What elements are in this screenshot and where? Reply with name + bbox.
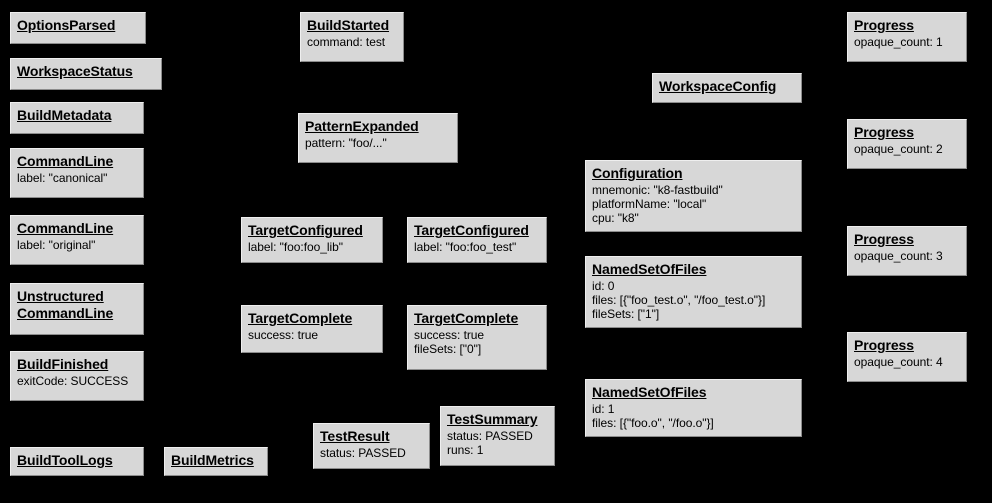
node-title: Progress: [854, 231, 914, 247]
node-field: status: PASSED: [320, 445, 406, 460]
node-title: WorkspaceConfig: [659, 78, 777, 94]
node-title: TargetConfigured: [248, 222, 363, 238]
node-field: label: "canonical": [17, 170, 108, 185]
node-workspace-config[interactable]: WorkspaceConfig: [652, 73, 802, 103]
node-fields: status: PASSED: [320, 446, 423, 460]
node-field: exitCode: SUCCESS: [17, 373, 129, 388]
node-title: BuildMetadata: [17, 107, 112, 123]
node-title: BuildFinished: [17, 356, 109, 372]
node-title: TargetComplete: [248, 310, 353, 326]
node-field: mnemonic: "k8-fastbuild": [592, 182, 723, 197]
node-title: Progress: [854, 124, 914, 140]
node-field: fileSets: ["1"]: [592, 306, 660, 321]
node-field: label: "original": [17, 237, 96, 252]
node-fields: label: "original": [17, 238, 137, 252]
node-fields: opaque_count: 1: [854, 35, 960, 49]
node-unstructured-command-line[interactable]: Unstructured CommandLine: [10, 283, 144, 335]
node-field: label: "foo:foo_test": [414, 239, 517, 254]
node-fields: opaque_count: 3: [854, 249, 960, 263]
node-fields: label: "canonical": [17, 171, 137, 185]
node-field: id: 1: [592, 401, 615, 416]
node-field: pattern: "foo/...": [305, 135, 387, 150]
node-field: id: 0: [592, 278, 615, 293]
node-title: Progress: [854, 337, 914, 353]
node-title: CommandLine: [17, 220, 114, 236]
node-field: opaque_count: 3: [854, 248, 943, 263]
node-fields: pattern: "foo/...": [305, 136, 451, 150]
node-field: runs: 1: [447, 442, 484, 457]
node-field: label: "foo:foo_lib": [248, 239, 343, 254]
node-fields: success: true: [248, 328, 376, 342]
node-title: BuildStarted: [307, 17, 390, 33]
node-title: PatternExpanded: [305, 118, 419, 134]
node-title: BuildMetrics: [171, 452, 254, 468]
node-field: cpu: "k8": [592, 210, 639, 225]
node-title: NamedSetOfFiles: [592, 384, 707, 400]
node-title: NamedSetOfFiles: [592, 261, 707, 277]
node-title: CommandLine: [17, 153, 114, 169]
node-fields: exitCode: SUCCESS: [17, 374, 137, 388]
node-field: opaque_count: 2: [854, 141, 943, 156]
node-field: files: [{"foo.o", "/foo.o"}]: [592, 415, 714, 430]
node-workspace-status[interactable]: WorkspaceStatus: [10, 58, 162, 90]
node-build-metadata[interactable]: BuildMetadata: [10, 102, 144, 134]
node-field: success: true: [248, 327, 319, 342]
node-fields: mnemonic: "k8-fastbuild"platformName: "l…: [592, 183, 795, 225]
node-title: TargetComplete: [414, 310, 519, 326]
node-field: command: test: [307, 34, 386, 49]
node-fields: label: "foo:foo_lib": [248, 240, 376, 254]
node-field: status: PASSED: [447, 428, 533, 443]
node-field: opaque_count: 4: [854, 354, 943, 369]
node-title: BuildToolLogs: [17, 452, 113, 468]
node-title: Unstructured CommandLine: [17, 288, 114, 321]
node-field: files: [{"foo_test.o", "/foo_test.o"}]: [592, 292, 766, 307]
node-fields: opaque_count: 4: [854, 355, 960, 369]
node-build-tool-logs[interactable]: BuildToolLogs: [10, 447, 144, 476]
node-field: platformName: "local": [592, 196, 707, 211]
node-fields: opaque_count: 2: [854, 142, 960, 156]
node-title: TestSummary: [447, 411, 538, 427]
node-build-metrics[interactable]: BuildMetrics: [164, 447, 268, 476]
node-title: OptionsParsed: [17, 17, 116, 33]
node-title: TestResult: [320, 428, 390, 444]
node-title: WorkspaceStatus: [17, 63, 133, 79]
node-title: Configuration: [592, 165, 683, 181]
node-options-parsed[interactable]: OptionsParsed: [10, 12, 146, 44]
node-field: success: true: [414, 327, 485, 342]
node-title: TargetConfigured: [414, 222, 529, 238]
node-fields: label: "foo:foo_test": [414, 240, 540, 254]
node-field: opaque_count: 1: [854, 34, 943, 49]
node-title: Progress: [854, 17, 914, 33]
node-fields: command: test: [307, 35, 397, 49]
node-field: fileSets: ["0"]: [414, 341, 482, 356]
